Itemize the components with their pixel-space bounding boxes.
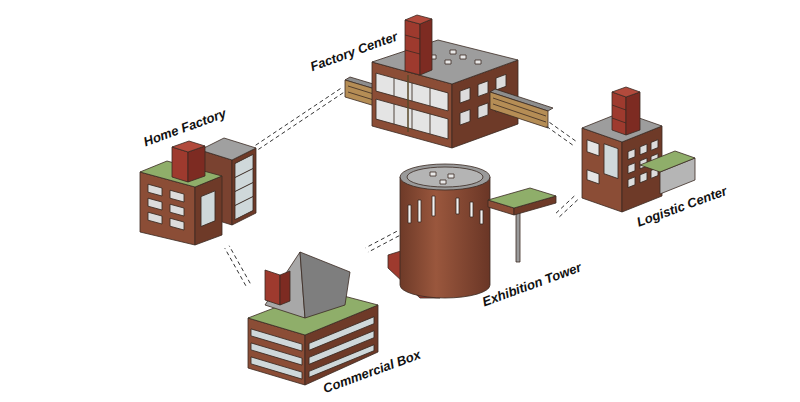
- building-label: Factory Center: [308, 30, 399, 75]
- commercial-box-drawing: [248, 252, 378, 385]
- building-node: Commercial Box: [248, 250, 380, 388]
- building-node: Exhibition Tower: [398, 162, 556, 292]
- building-label: Exhibition Tower: [481, 260, 584, 309]
- building-node: Home Factory: [137, 135, 257, 247]
- building-label: Commercial Box: [321, 348, 422, 397]
- dashed-connector: [547, 122, 578, 146]
- building-node: Logistic Center: [576, 84, 702, 218]
- building-label: Logistic Center: [635, 184, 729, 230]
- dashed-connector: [256, 88, 345, 150]
- logistic-center-drawing: [582, 87, 695, 212]
- dashed-connector: [554, 196, 577, 218]
- dashed-connector: [366, 231, 400, 252]
- building-node: Factory Center: [343, 14, 548, 152]
- factory-center-drawing: [345, 15, 553, 148]
- home-factory-drawing: [140, 138, 256, 245]
- building-label: Home Factory: [142, 106, 228, 149]
- dashed-connector: [225, 246, 250, 286]
